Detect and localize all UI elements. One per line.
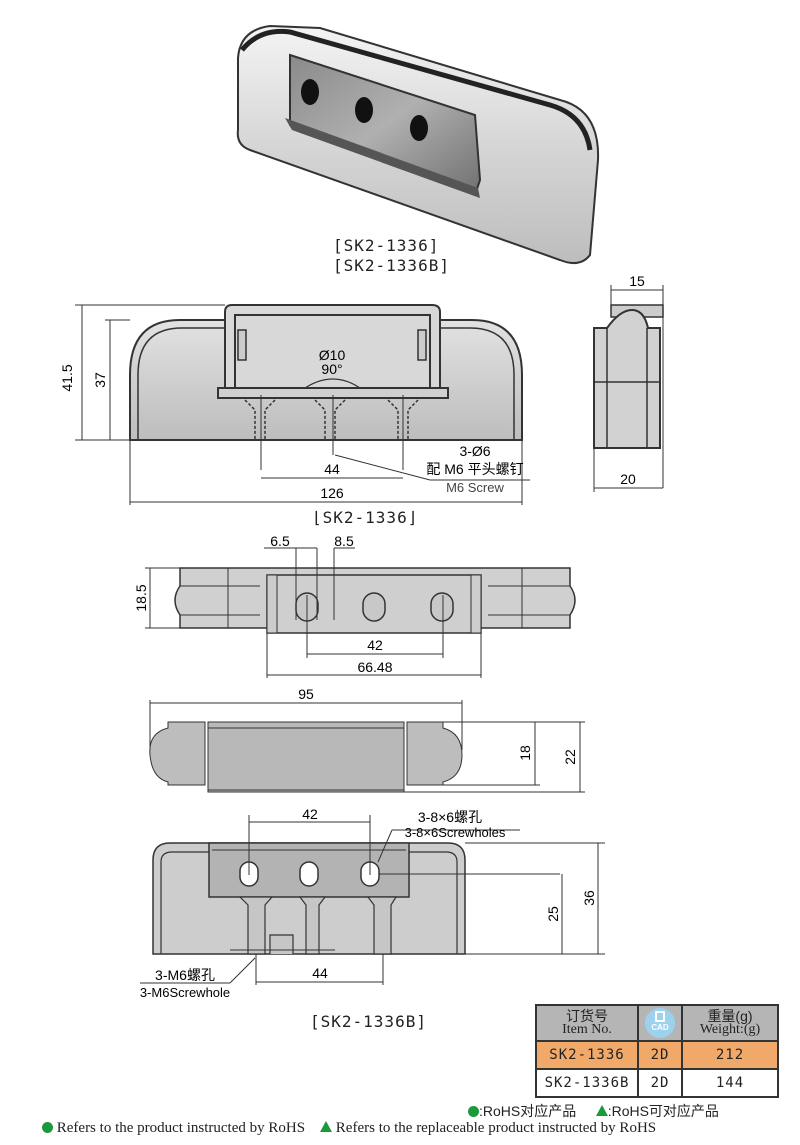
photo-caption-2: [SK2-1336B] bbox=[333, 256, 450, 275]
side-view-drawing: 15 20 bbox=[580, 270, 680, 500]
table-row: SK2-1336B 2D 144 bbox=[535, 1068, 779, 1098]
dim-126: 126 bbox=[320, 485, 344, 501]
dim-44-bottom: 44 bbox=[312, 965, 328, 981]
weight: 212 bbox=[681, 1040, 779, 1070]
spec-table-header: 订货号 Item No. CAD 重量(g) Weight:(g) bbox=[535, 1004, 779, 1042]
variant-b-caption: [SK2-1336B] bbox=[310, 1012, 427, 1031]
header-weight: 重量(g) Weight:(g) bbox=[681, 1004, 779, 1042]
rohs-triangle-icon bbox=[320, 1121, 333, 1132]
dim-42-top: 42 bbox=[302, 806, 318, 822]
dim-44: 44 bbox=[324, 461, 340, 477]
dim-37: 37 bbox=[92, 372, 108, 388]
callout-m6-screw-en: M6 Screw bbox=[446, 480, 504, 495]
dim-15: 15 bbox=[629, 273, 645, 289]
dim-66-48: 66.48 bbox=[357, 659, 392, 675]
screw-hole bbox=[355, 97, 373, 123]
dim-20: 20 bbox=[620, 471, 636, 487]
item-no: SK2-1336B bbox=[535, 1068, 639, 1098]
cad-icon: CAD bbox=[645, 1008, 675, 1038]
dim-18-5: 18.5 bbox=[133, 584, 149, 611]
front-view-drawing: 41.5 37 Ø10 90° 44 126 3-Ø6 配 M6 平头螺钉 M6… bbox=[59, 290, 560, 530]
product-photo bbox=[230, 10, 610, 270]
variant-b-drawing: 42 3-8×6螺孔 3-8×6Screwholes 25 36 3-M6螺孔 … bbox=[130, 800, 630, 1010]
dim-6-5: 6.5 bbox=[270, 533, 290, 549]
screw-hole bbox=[301, 79, 319, 105]
legend-cn: :RoHS对应产品 :RoHS可对应产品 bbox=[468, 1101, 719, 1121]
dim-42: 42 bbox=[367, 637, 383, 653]
photo-caption-1: [SK2-1336] bbox=[333, 236, 440, 255]
rohs-triangle-icon bbox=[595, 1105, 608, 1116]
callout-m6-thread-cn: 3-M6螺孔 bbox=[155, 967, 215, 983]
dim-8-5: 8.5 bbox=[334, 533, 354, 549]
header-item-no: 订货号 Item No. bbox=[535, 1004, 639, 1042]
dim-18: 18 bbox=[517, 745, 533, 761]
callout-m6-thread-en: 3-M6Screwhole bbox=[140, 985, 230, 1000]
dim-95: 95 bbox=[298, 686, 314, 702]
dim-22: 22 bbox=[562, 749, 578, 765]
top-view-drawing: 6.5 8.5 18.5 42 66.48 bbox=[120, 530, 620, 680]
dim-36: 36 bbox=[581, 890, 597, 906]
dim-41-5: 41.5 bbox=[60, 364, 75, 391]
table-row: SK2-1336 2D 212 bbox=[535, 1040, 779, 1070]
hinge-photo-illustration bbox=[236, 24, 600, 265]
dim-25: 25 bbox=[545, 906, 561, 922]
rohs-circle-icon bbox=[468, 1106, 479, 1117]
cad-type: 2D bbox=[637, 1068, 683, 1098]
weight: 144 bbox=[681, 1068, 779, 1098]
callout-screwholes-en: 3-8×6Screwholes bbox=[405, 825, 506, 840]
dim-angle-90: 90° bbox=[321, 361, 342, 377]
callout-screwholes-cn: 3-8×6螺孔 bbox=[418, 809, 482, 825]
cad-type: 2D bbox=[637, 1040, 683, 1070]
bottom-view-drawing: 95 18 22 bbox=[130, 685, 590, 805]
header-cad: CAD bbox=[637, 1004, 683, 1042]
rohs-circle-icon bbox=[42, 1122, 53, 1133]
screw-hole bbox=[410, 115, 428, 141]
callout-3-dia-6: 3-Ø6 bbox=[459, 443, 490, 459]
front-view-caption: ⌊SK2-1336⌋ bbox=[312, 508, 419, 527]
dim-dia-10: Ø10 bbox=[319, 347, 346, 363]
spec-table: 订货号 Item No. CAD 重量(g) Weight:(g) SK2-13… bbox=[535, 1004, 779, 1098]
legend-en: Refers to the product instructed by RoHS… bbox=[42, 1120, 656, 1137]
item-no: SK2-1336 bbox=[535, 1040, 639, 1070]
callout-m6-screw-cn: 配 M6 平头螺钉 bbox=[426, 461, 523, 477]
